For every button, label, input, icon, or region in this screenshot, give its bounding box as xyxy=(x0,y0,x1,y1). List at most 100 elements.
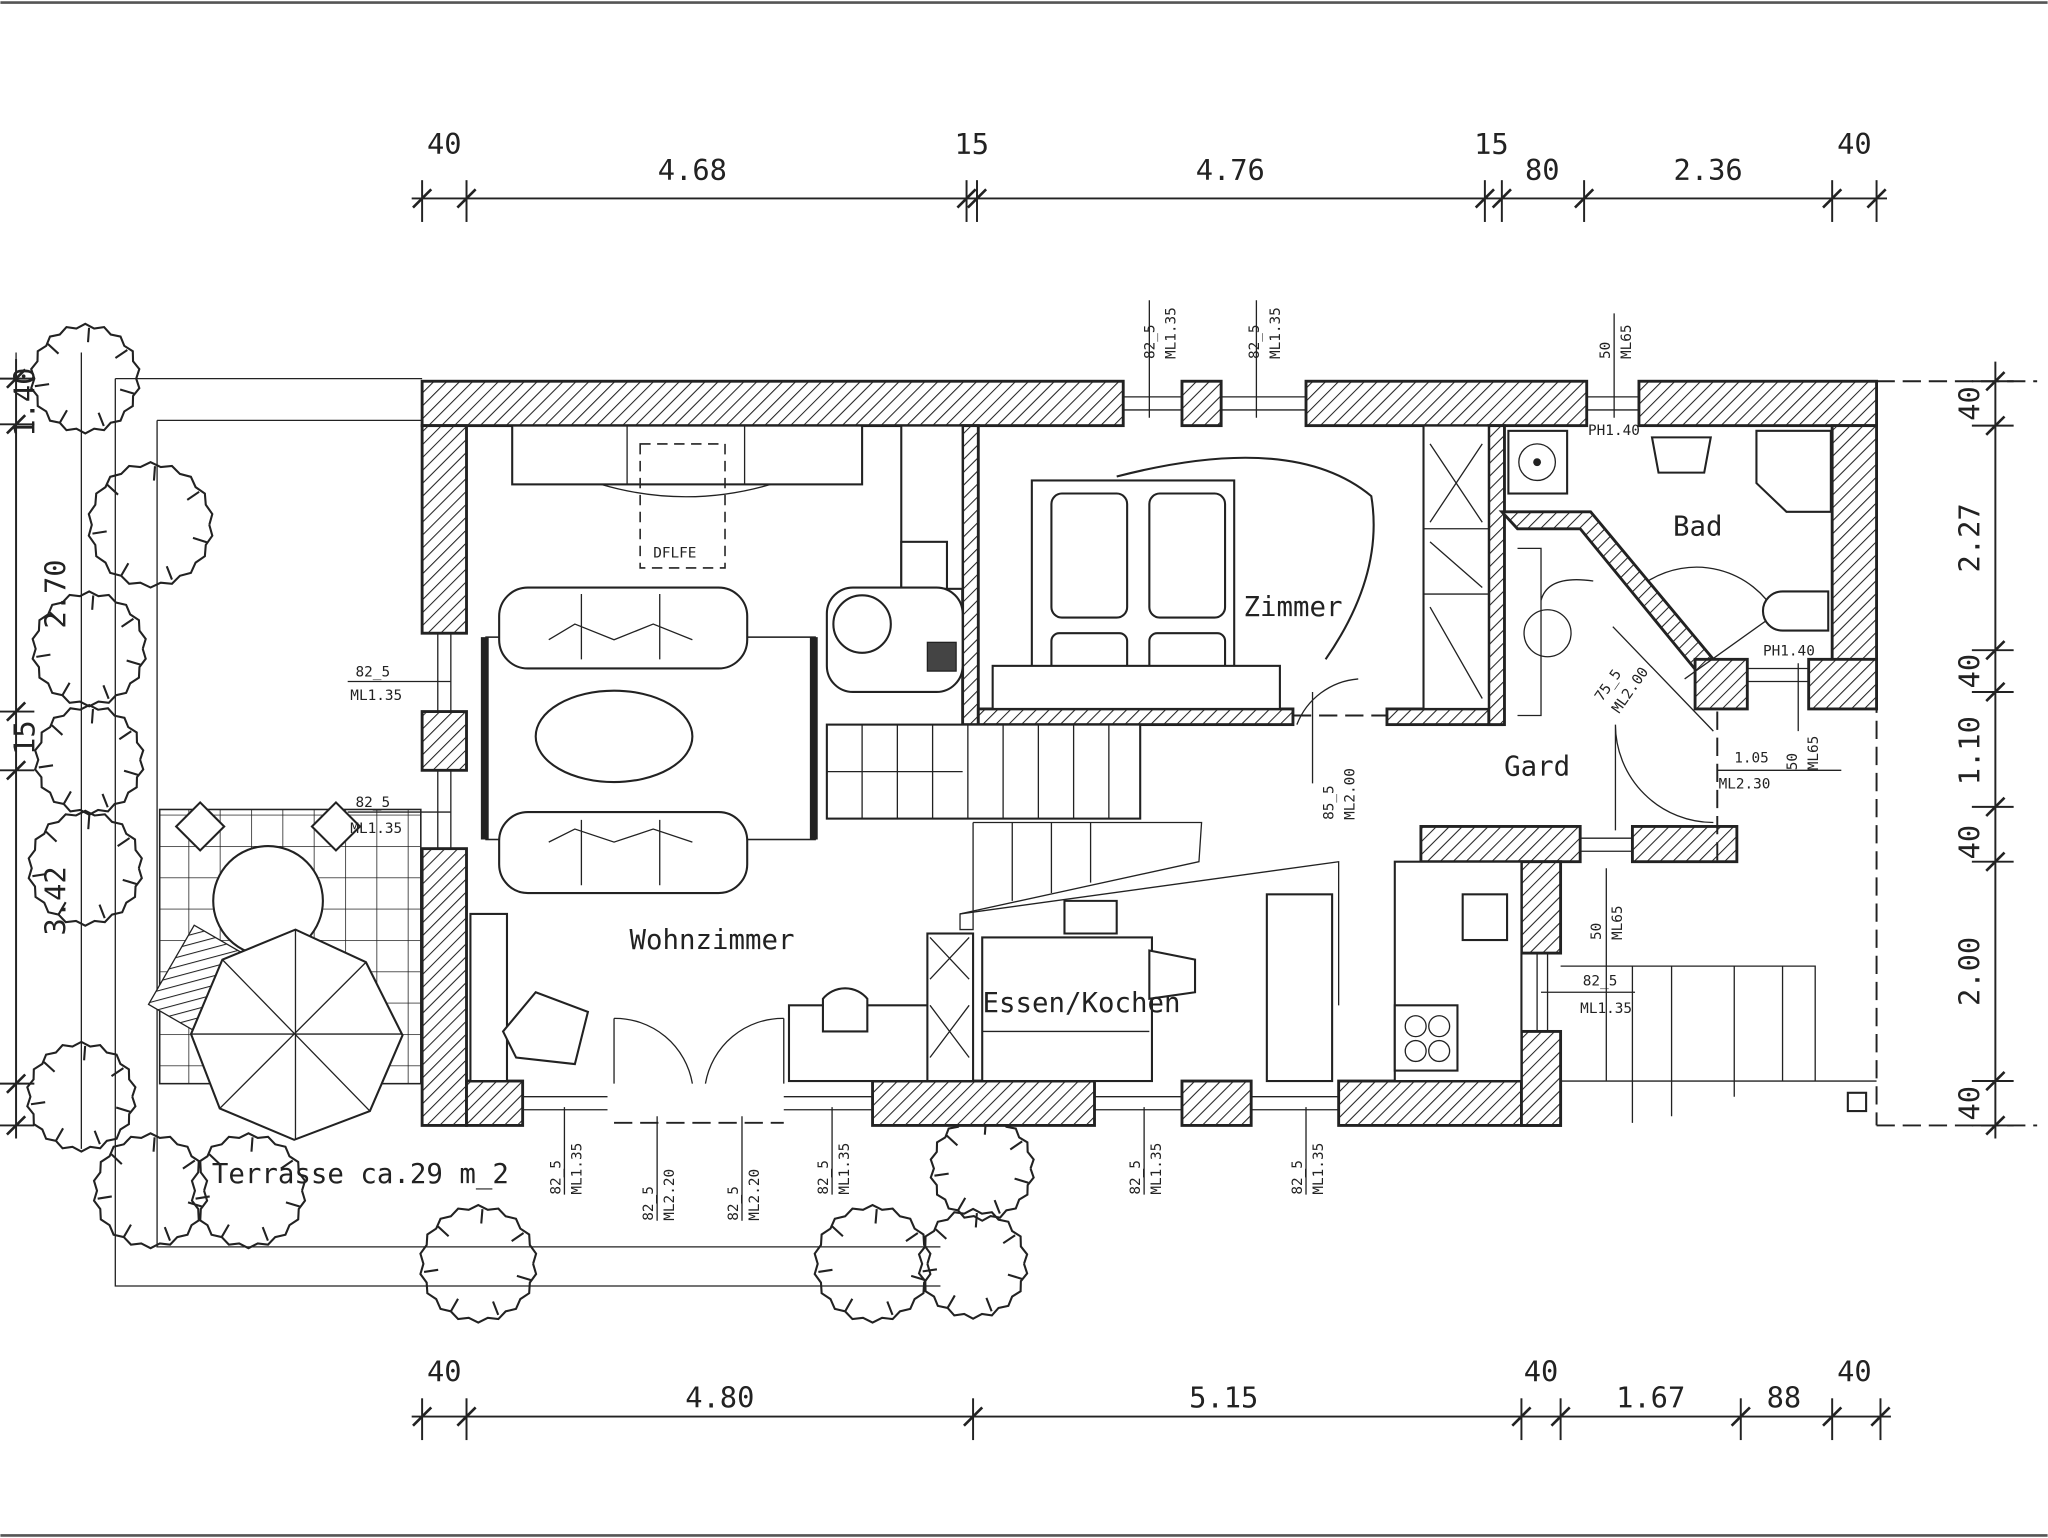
room-label-bath: Bad xyxy=(1673,511,1723,542)
room-label-terrace: Terrasse ca.29 m_2 xyxy=(212,1159,509,1190)
opening-size: 50 xyxy=(1785,753,1801,770)
bath-fixtures xyxy=(1507,429,1832,717)
dimension-tick xyxy=(456,188,477,209)
opening-size: 50 xyxy=(1598,342,1614,359)
terrace-chair xyxy=(310,800,362,852)
opening-height: ML1.35 xyxy=(569,1143,585,1195)
tree-icon xyxy=(31,590,147,708)
stove-label: DFLFE xyxy=(653,545,696,561)
dim-label: 4.80 xyxy=(685,1380,754,1414)
shower-icon xyxy=(1755,429,1832,513)
tree-icon xyxy=(33,703,145,816)
dimension-tick xyxy=(1985,681,2006,703)
dining-bench xyxy=(981,936,1153,1083)
dimension-tick xyxy=(1511,1406,1532,1427)
dim-label: 3.42 xyxy=(39,866,73,935)
dimension-tick xyxy=(1985,851,2006,872)
opening-height: ML1.35 xyxy=(1149,1143,1165,1195)
dimension-tick xyxy=(1730,1406,1751,1427)
terrace xyxy=(147,800,422,1141)
tree-icon xyxy=(917,1207,1029,1320)
dimension-tick xyxy=(966,188,988,209)
dim-label: 40 xyxy=(1953,1086,1987,1121)
opening-size: 82_5 xyxy=(816,1160,832,1195)
tree-icon xyxy=(190,1132,307,1250)
opening-height: ML1.35 xyxy=(1311,1143,1327,1195)
opening-size: 82_5 xyxy=(356,795,391,811)
coffee-table xyxy=(534,689,694,784)
dimension-tick xyxy=(1985,640,2006,661)
opening-height: ML1.35 xyxy=(837,1143,853,1195)
dimension-tick xyxy=(1822,188,1843,209)
tree-icon xyxy=(87,461,214,589)
dim-label: 80 xyxy=(1525,153,1560,187)
opening-height: ML65 xyxy=(1806,736,1822,771)
dim-label: 1.40 xyxy=(7,368,41,437)
dimension-tick xyxy=(456,1406,477,1427)
dimension-left: 1.40 2.70 15 3.42 xyxy=(7,368,72,936)
dimension-tick xyxy=(1550,1406,1571,1427)
opening-height: ML2.30 xyxy=(1719,777,1771,793)
dimension-tick xyxy=(1574,188,1595,209)
tree-icon xyxy=(813,1203,932,1324)
tree-icon xyxy=(419,1203,538,1324)
room-label-kitchen: Essen/Kochen xyxy=(982,988,1180,1019)
opening-height: ML1.35 xyxy=(1580,1001,1632,1017)
washbasin-icon xyxy=(1650,436,1713,474)
wardrobe-arc xyxy=(1116,456,1375,660)
stove xyxy=(639,443,726,569)
room-label-bedroom: Zimmer xyxy=(1243,592,1342,623)
dimension-tick xyxy=(1491,188,1512,209)
opening-size: 82_5 xyxy=(1247,324,1263,359)
dim-label: 2.36 xyxy=(1674,153,1743,187)
room-label-living: Wohnzimmer xyxy=(629,925,794,956)
dimension-tick xyxy=(412,188,433,209)
opening-size: 82_5 xyxy=(1143,324,1159,359)
dimension-tick xyxy=(1985,415,2006,436)
parasol-icon xyxy=(189,928,404,1141)
opening-size: 82_5 xyxy=(641,1186,657,1221)
kitchen-furniture xyxy=(926,860,1523,1083)
walls xyxy=(420,379,1878,1127)
dim-label: 15 xyxy=(954,127,989,161)
dim-label: 2.27 xyxy=(1953,503,1987,572)
opening-height: ML2.20 xyxy=(662,1169,678,1221)
trees xyxy=(26,322,1035,1324)
dimension-top: 40 4.68 15 4.76 15 80 2.36 40 xyxy=(427,127,1872,187)
opening-height: ML65 xyxy=(1619,324,1635,359)
sideboard xyxy=(511,424,864,486)
site-lines xyxy=(15,352,2038,1287)
opening-size: 82_5 xyxy=(1290,1160,1306,1195)
staircase xyxy=(825,723,1877,1117)
armchair xyxy=(469,912,509,1083)
dim-label: 4.68 xyxy=(658,153,727,187)
opening-height: ML1.35 xyxy=(350,821,402,837)
room-labels: Wohnzimmer Zimmer Bad Gard Essen/Kochen … xyxy=(212,511,1723,1190)
dimension-tick xyxy=(963,1406,984,1427)
dim-label: 1.10 xyxy=(1953,716,1987,785)
opening-size: 82_5 xyxy=(356,664,391,680)
opening-height: ML65 xyxy=(1610,905,1626,940)
sofa xyxy=(498,811,749,895)
opening-size: 82_5 xyxy=(726,1186,742,1221)
dim-label: 40 xyxy=(1953,825,1987,860)
dimension-tick xyxy=(956,188,977,209)
opening-size: 82_5 xyxy=(549,1160,565,1195)
opening-height: ML1.35 xyxy=(1268,307,1284,359)
dimension-tick xyxy=(1822,1406,1843,1427)
tree-icon xyxy=(92,1132,209,1250)
dim-label: 1.67 xyxy=(1616,1380,1685,1414)
parapet-height: PH1.40 xyxy=(1588,423,1640,439)
dim-label: 40 xyxy=(1837,127,1872,161)
sink-icon xyxy=(1461,893,1509,942)
opening-size: 82_5 xyxy=(1583,974,1618,990)
tree-icon xyxy=(26,1040,137,1153)
dim-label: 88 xyxy=(1767,1380,1802,1414)
opening-size: 85_5 xyxy=(1321,785,1337,820)
dimension-tick xyxy=(1985,796,2006,817)
toilet-icon xyxy=(1762,590,1830,632)
dim-label: 2.00 xyxy=(1953,937,1987,1006)
stove-top-icon xyxy=(1393,1004,1459,1072)
opening-size: 1.05 xyxy=(1734,750,1769,766)
tree-icon xyxy=(929,1115,1035,1222)
